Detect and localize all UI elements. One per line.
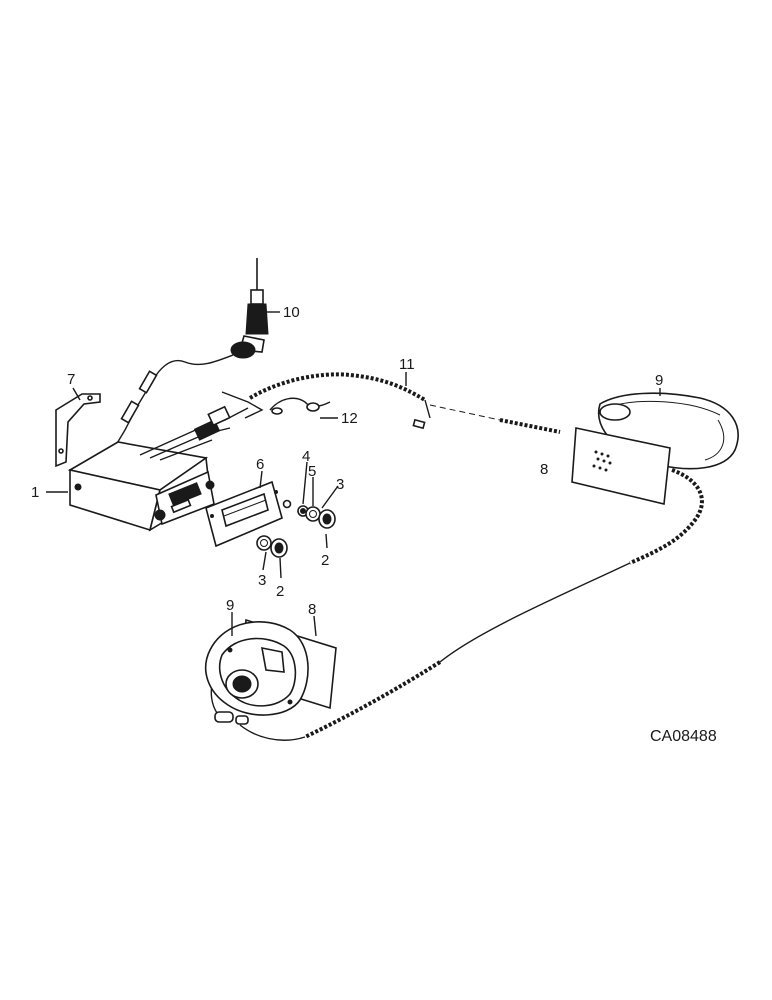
mounting-bracket [55,393,101,468]
figure-code: CA08488 [650,728,717,745]
speaker-harness [210,372,704,741]
speaker-left [204,618,337,716]
callout-3a: 3 [336,476,344,493]
callout-12: 12 [341,410,358,427]
leader-lines [46,311,661,637]
callout-labels: 1 2 2 3 3 4 5 6 7 8 8 9 9 10 11 12 [31,304,663,618]
trim-plate [205,480,283,548]
callout-7: 7 [67,371,75,388]
callout-9a: 9 [655,372,663,389]
speaker-grille-right [592,450,612,472]
callout-8b: 8 [308,601,316,618]
callout-11: 11 [399,356,415,373]
callout-2b: 2 [276,583,284,600]
callout-6: 6 [256,456,264,473]
radio-unit [67,391,264,532]
callout-8a: 8 [540,461,548,478]
callout-9b: 9 [226,597,234,614]
callout-3b: 3 [258,572,266,589]
callout-4: 4 [302,448,310,465]
antenna [109,258,269,456]
ground-lead [269,397,331,415]
knobs-and-nuts [256,499,336,558]
callout-1: 1 [31,484,39,501]
callout-5: 5 [308,463,316,480]
speaker-right [571,392,739,505]
callout-2a: 2 [321,552,329,569]
callout-10: 10 [283,304,300,321]
